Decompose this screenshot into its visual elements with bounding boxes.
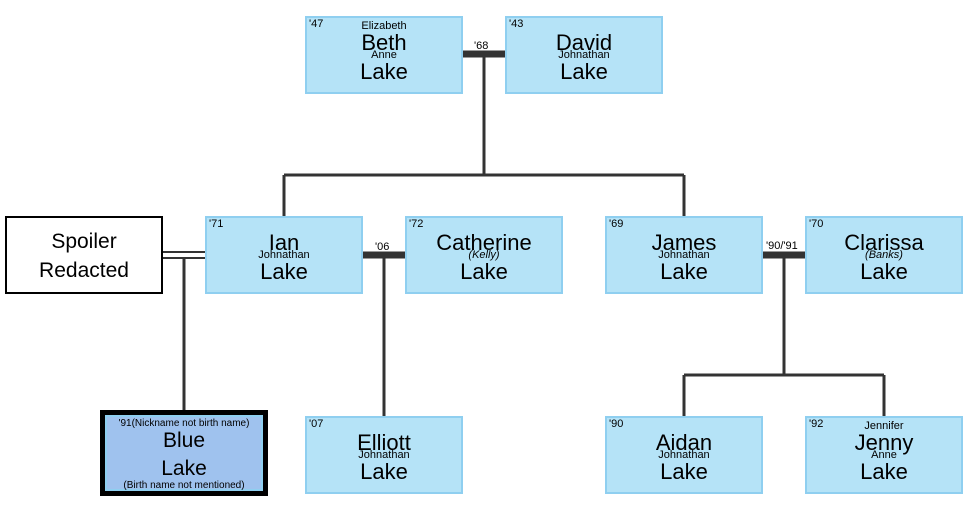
middle-name: Anne <box>371 49 397 61</box>
birth-year: '47 <box>309 18 324 30</box>
middle-name: Johnathan <box>658 449 710 461</box>
last-name: Lake <box>860 459 908 484</box>
marriage-year-ian-catherine: '06 <box>375 241 390 253</box>
first-name: Beth <box>361 30 407 55</box>
person-box-blue: '91(Nickname not birth name) Blue Lake (… <box>100 410 268 496</box>
birth-name-note: (Birth name not mentioned) <box>123 480 245 491</box>
marriage-year-beth-david: '68 <box>474 40 489 52</box>
birth-year: '92 <box>809 418 824 430</box>
middle-name: Johnathan <box>358 449 410 461</box>
first-name: Jenny <box>854 430 914 455</box>
last-name: Lake <box>360 59 408 84</box>
last-name: Lake <box>460 259 508 284</box>
middle-name: Johnathan <box>558 49 610 61</box>
birth-year: '43 <box>509 18 524 30</box>
person-box-catherine: '72 Catherine (Kelly) Lake <box>405 216 563 294</box>
first-name: Aidan <box>655 430 713 455</box>
last-name: Lake <box>660 459 708 484</box>
maiden-name: (Banks) <box>865 249 903 261</box>
first-name: Clarissa <box>844 230 924 255</box>
first-name: Elliott <box>357 430 411 455</box>
person-box-spoiler-redacted: Spoiler Redacted <box>5 216 163 294</box>
person-box-james: '69 James Johnathan Lake <box>605 216 763 294</box>
person-box-elliott: '07 Elliott Johnathan Lake <box>305 416 463 494</box>
person-box-david: '43 David Johnathan Lake <box>505 16 663 94</box>
middle-name: Johnathan <box>658 249 710 261</box>
marriage-year-james-clarissa: '90/'91 <box>766 240 798 252</box>
first-name: Blue <box>162 429 206 452</box>
full-first-name: Jennifer <box>864 420 904 432</box>
birth-year: '72 <box>409 218 424 230</box>
first-name: David <box>555 30 613 55</box>
last-name: Lake <box>360 459 408 484</box>
first-name: James <box>651 230 717 255</box>
birth-year: '90 <box>609 418 624 430</box>
person-box-ian: '71 Ian Johnathan Lake <box>205 216 363 294</box>
first-name: Catherine <box>436 230 532 255</box>
birth-year: '70 <box>809 218 824 230</box>
last-name: Lake <box>860 259 908 284</box>
person-box-jenny: '92 Jennifer Jenny Anne Lake <box>805 416 963 494</box>
full-first-name: Elizabeth <box>361 20 407 32</box>
first-name: Ian <box>268 230 300 255</box>
birth-year: '71 <box>209 218 224 230</box>
middle-name: Johnathan <box>258 249 310 261</box>
first-name: Spoiler <box>51 230 117 253</box>
last-name: Lake <box>260 259 308 284</box>
last-name: Lake <box>660 259 708 284</box>
person-box-aidan: '90 Aidan Johnathan Lake <box>605 416 763 494</box>
person-box-beth: '47 Elizabeth Beth Anne Lake <box>305 16 463 94</box>
last-name: Lake <box>161 457 207 480</box>
middle-name: Anne <box>871 449 897 461</box>
birth-year: '69 <box>609 218 624 230</box>
maiden-name: (Kelly) <box>468 249 500 261</box>
birth-year: '07 <box>309 418 324 430</box>
birth-year-note: '91(Nickname not birth name) <box>118 418 250 429</box>
last-name: Redacted <box>39 259 129 282</box>
last-name: Lake <box>560 59 608 84</box>
person-box-clarissa: '70 Clarissa (Banks) Lake <box>805 216 963 294</box>
